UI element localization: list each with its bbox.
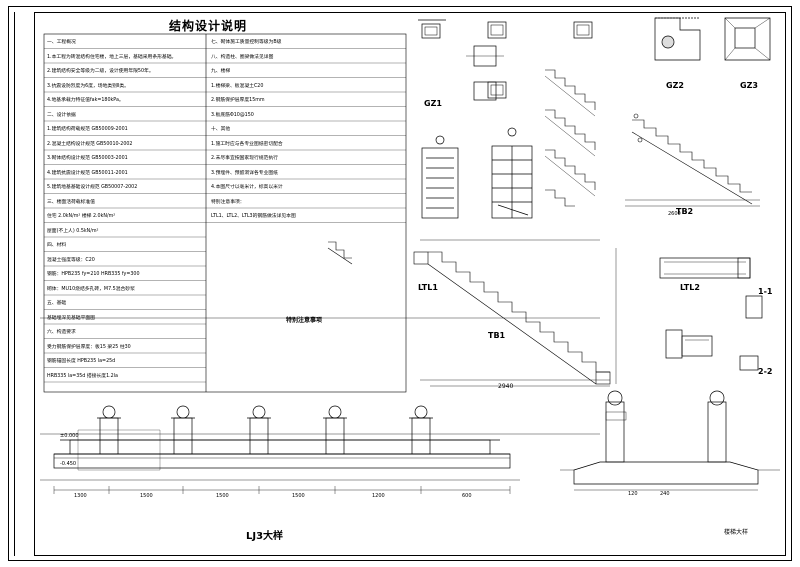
drawing-border bbox=[34, 12, 786, 556]
note-line: 屋面(不上人) 0.5kN/m² bbox=[47, 228, 99, 234]
dim-1500-c: 1500 bbox=[292, 493, 305, 499]
gz-section-2 bbox=[487, 21, 507, 99]
stair-plan-small bbox=[491, 127, 533, 219]
label-gz1: GZ1 bbox=[424, 99, 442, 108]
note-line: 五、基础 bbox=[47, 301, 67, 306]
label-ltl2: LTL2 bbox=[680, 283, 700, 292]
stair-detail-small bbox=[421, 135, 459, 219]
note-line: 4.地基承载力特征值fak=180kPa。 bbox=[47, 98, 124, 103]
footer-title: 楼梯大样 bbox=[724, 529, 749, 536]
note-line: 住宅 2.0kN/m² 楼梯 2.0kN/m² bbox=[47, 214, 116, 219]
dim-600: 600 bbox=[462, 493, 472, 499]
gz-corner-left bbox=[654, 17, 701, 61]
note-line: 3.板底筋Φ10@150 bbox=[211, 112, 254, 118]
label-special: 特别注意事项 bbox=[286, 317, 323, 324]
note-line: 二、设计依据 bbox=[47, 112, 76, 118]
note-line: 特别注意事项： bbox=[211, 199, 245, 205]
stair-tb1 bbox=[413, 239, 617, 387]
dim-120: 120 bbox=[628, 491, 638, 497]
pier-4 bbox=[323, 405, 347, 455]
note-line: 1.建筑结构荷载规范 GB50009-2001 bbox=[47, 127, 128, 132]
label-gz2: GZ2 bbox=[666, 81, 684, 90]
label-tb1: TB1 bbox=[488, 331, 506, 340]
gz-corner-right bbox=[724, 17, 771, 61]
note-line: 2.未尽事宜按国家现行规范执行 bbox=[211, 156, 278, 161]
note-line: 5.建筑地基基础设计规范 GB50007-2002 bbox=[47, 185, 138, 190]
note-line: 七、砌体施工质量控制等级为B级 bbox=[211, 40, 282, 45]
label-sec11: 1-1 bbox=[758, 287, 773, 296]
gz-section-4 bbox=[466, 45, 504, 101]
dim-1300: 1300 bbox=[74, 493, 87, 499]
note-line: 四、材料 bbox=[47, 243, 67, 248]
elev-000: ±0.000 bbox=[60, 433, 79, 439]
note-line: 砌体：MU10烧结多孔砖，M7.5混合砂浆 bbox=[47, 286, 135, 292]
dim-240: 240 bbox=[660, 491, 670, 497]
note-line: 一、工程概况 bbox=[47, 40, 76, 45]
dim-1500-a: 1500 bbox=[140, 493, 153, 499]
foundation-right bbox=[560, 390, 780, 491]
note-line: 1.楼梯梁、板混凝土C20 bbox=[211, 83, 264, 89]
gz-section-1 bbox=[418, 19, 446, 39]
beam-section-right-2 bbox=[665, 295, 763, 371]
note-line: 钢筋锚固长度 HPB235 la=25d bbox=[47, 359, 116, 364]
label-ltl1: LTL1 bbox=[418, 283, 438, 292]
label-gz3: GZ3 bbox=[740, 81, 758, 90]
note-line: 4.本图尺寸以毫米计，标高以米计 bbox=[211, 185, 283, 190]
sheet-title: 结构设计说明 bbox=[169, 19, 248, 33]
note-line: 1.施工时应与各专业图纸密切配合 bbox=[211, 141, 283, 147]
note-line: 九、楼梯 bbox=[211, 69, 231, 74]
dim-1500-b: 1500 bbox=[216, 493, 229, 499]
dim-2940: 2940 bbox=[498, 383, 514, 390]
gz-section-3 bbox=[573, 21, 593, 39]
pier-3 bbox=[247, 405, 271, 455]
note-line: 受力钢筋保护层厚度：板15 梁25 柱30 bbox=[47, 344, 131, 350]
pier-2 bbox=[171, 405, 195, 455]
note-line: 4.建筑抗震设计规范 GB50011-2001 bbox=[47, 170, 128, 176]
pier-1 bbox=[97, 405, 121, 455]
note-line: HRB335 la=35d 搭接长度1.2la bbox=[47, 373, 118, 379]
dim-2600: 2600 bbox=[668, 211, 681, 217]
note-line: 3.预埋件、预留洞详各专业图纸 bbox=[211, 170, 278, 176]
stair-steps-middle bbox=[544, 69, 596, 207]
pier-5 bbox=[409, 405, 433, 455]
note-line: 八、构造柱、圈梁做法见详图 bbox=[211, 54, 274, 60]
note-line: 2.钢筋保护层厚度15mm bbox=[211, 98, 265, 103]
notes-stair-detail bbox=[327, 241, 353, 265]
note-line: 1.本工程为砖混结构住宅楼，地上三层，基础采用条形基础。 bbox=[47, 54, 177, 60]
note-line: 钢筋：HPB235 fy=210 HRB335 fy=300 bbox=[47, 272, 140, 277]
note-line: 十、其他 bbox=[211, 127, 231, 132]
note-line: 3.砌体结构设计规范 GB50003-2001 bbox=[47, 156, 128, 161]
note-line: 2.建筑结构安全等级为二级，设计使用年限50年。 bbox=[47, 69, 154, 74]
beam-section-middle bbox=[681, 335, 713, 357]
label-sec22: 2-2 bbox=[758, 367, 773, 376]
stair-tb2 bbox=[625, 113, 760, 207]
notes-right: 七、砌体施工质量控制等级为B级八、构造柱、圈梁做法见详图九、楼梯 1.楼梯梁、板混… bbox=[208, 34, 568, 394]
elev-neg045: -0.450 bbox=[60, 461, 77, 467]
note-line: 三、楼面活荷载标准值 bbox=[47, 199, 95, 205]
foundation-section bbox=[40, 317, 600, 494]
beam-section-right-1 bbox=[659, 257, 751, 279]
dim-1200: 1200 bbox=[372, 493, 385, 499]
note-line: 混凝土强度等级：C20 bbox=[47, 257, 95, 263]
note-line: LTL1、LTL2、LTL3的钢筋做法详见本图 bbox=[211, 214, 296, 219]
label-tb2: TB2 bbox=[676, 207, 694, 216]
label-foundation-detail: LJ3大样 bbox=[246, 531, 284, 542]
note-line: 2.混凝土结构设计规范 GB50010-2002 bbox=[47, 141, 133, 147]
outer-frame bbox=[8, 6, 792, 561]
binding-strip bbox=[14, 12, 35, 556]
note-line: 六、构造要求 bbox=[47, 330, 76, 335]
note-line: 3.抗震设防烈度为6度，场地类别Ⅱ类。 bbox=[47, 83, 129, 89]
